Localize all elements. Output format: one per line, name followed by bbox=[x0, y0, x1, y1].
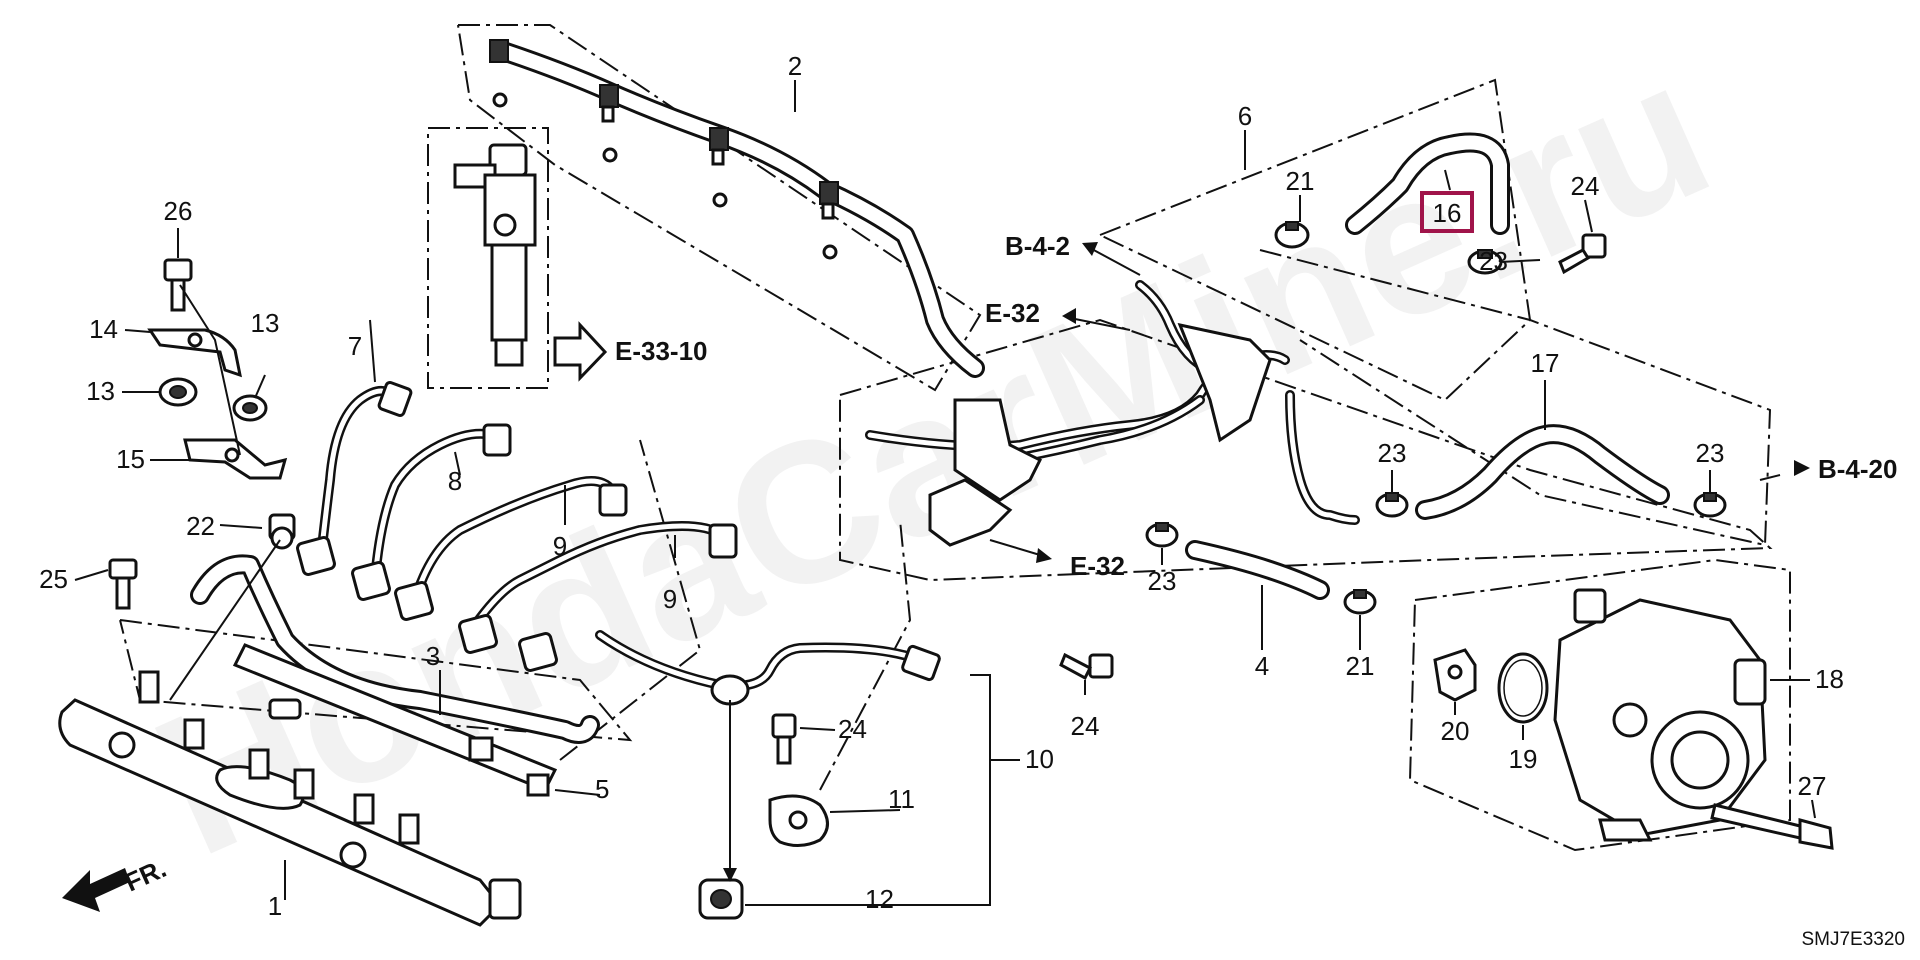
front-arrow-indicator bbox=[62, 868, 130, 912]
ref-b-4-20[interactable]: B-4-20 bbox=[1818, 454, 1897, 484]
clip-11 bbox=[768, 794, 829, 847]
callout-6: 6 bbox=[1238, 101, 1252, 131]
clamp-23d bbox=[1145, 522, 1179, 548]
arrow-to-e-33-10 bbox=[553, 321, 608, 382]
bolt-26 bbox=[163, 258, 193, 312]
group-outline-11 bbox=[819, 519, 912, 791]
group-outline-17 bbox=[1259, 249, 1772, 547]
callout-10: 10 bbox=[1025, 744, 1054, 774]
callout-11: 11 bbox=[888, 784, 915, 814]
callout-15: 15 bbox=[116, 444, 145, 474]
callout-23d: 23 bbox=[1148, 566, 1177, 596]
callout-23b: 23 bbox=[1378, 438, 1407, 468]
return-line-connectors bbox=[489, 39, 839, 260]
ref-e-33-10[interactable]: E-33-10 bbox=[615, 336, 708, 366]
highlight-box-16 bbox=[1420, 191, 1474, 233]
supply-pipe-assembly bbox=[865, 280, 1360, 547]
callout-leaders bbox=[74, 80, 1816, 906]
callout-13a: 13 bbox=[86, 376, 115, 406]
callout-9b: 9 bbox=[663, 584, 677, 614]
callout-1: 1 bbox=[268, 891, 282, 921]
injection-pipe-8 bbox=[351, 423, 512, 601]
fuel-rail-1 bbox=[58, 670, 522, 927]
callout-12: 12 bbox=[865, 884, 894, 914]
callout-16: 16 bbox=[1433, 198, 1462, 228]
callout-2: 2 bbox=[788, 51, 802, 81]
callout-23c: 23 bbox=[1696, 438, 1725, 468]
callout-9a: 9 bbox=[553, 531, 567, 561]
drawing-code: SMJ7E3320 bbox=[1801, 929, 1905, 950]
callout-4: 4 bbox=[1255, 651, 1269, 681]
callout-21a: 21 bbox=[1286, 166, 1315, 196]
callout-3: 3 bbox=[426, 641, 440, 671]
clamp-21a bbox=[1274, 221, 1310, 249]
group-outline-2 bbox=[457, 24, 982, 392]
injection-pipe-7 bbox=[296, 381, 413, 576]
clamp-23a bbox=[1467, 249, 1503, 275]
bolt-25 bbox=[108, 558, 138, 610]
callout-17: 17 bbox=[1531, 348, 1560, 378]
callout-21b: 21 bbox=[1346, 651, 1375, 681]
bolt-24b bbox=[1059, 652, 1114, 681]
ref-e-32-bottom[interactable]: E-32 bbox=[1070, 551, 1125, 581]
o-ring-19 bbox=[1497, 652, 1549, 724]
injector-outline bbox=[427, 127, 549, 389]
callout-24c: 24 bbox=[838, 714, 867, 744]
callout-18: 18 bbox=[1815, 664, 1844, 694]
ref-e-32-top[interactable]: E-32 bbox=[985, 298, 1040, 328]
clamp-23b bbox=[1375, 492, 1409, 518]
callout-7: 7 bbox=[348, 331, 362, 361]
grommet-12 bbox=[698, 878, 744, 920]
nut-22 bbox=[268, 513, 296, 550]
clamp-21b bbox=[1343, 589, 1377, 615]
callout-23a: 23 bbox=[1479, 246, 1508, 276]
bolt-24a bbox=[1558, 233, 1607, 275]
bolt-27 bbox=[1710, 803, 1834, 850]
bracket-5 bbox=[232, 643, 558, 797]
group-outline-rail bbox=[119, 619, 633, 742]
callout-20: 20 bbox=[1441, 716, 1470, 746]
callout-8: 8 bbox=[448, 466, 462, 496]
bracket-15 bbox=[183, 438, 288, 480]
callout-14: 14 bbox=[89, 314, 118, 344]
bracket-14 bbox=[147, 328, 242, 378]
group-outline-pump bbox=[1408, 558, 1791, 852]
group-outline-3 bbox=[559, 439, 702, 761]
callout-13b: 13 bbox=[251, 308, 280, 338]
grommet-13b bbox=[232, 394, 268, 422]
callout-26: 26 bbox=[164, 196, 193, 226]
high-pressure-pump-18 bbox=[1553, 588, 1767, 842]
return-line-2 bbox=[490, 40, 985, 378]
injection-pipe-9b bbox=[458, 521, 738, 672]
bolt-24c bbox=[771, 713, 797, 765]
callout-27: 27 bbox=[1798, 771, 1827, 801]
fuel-injector bbox=[453, 143, 537, 367]
callout-5: 5 bbox=[595, 774, 609, 804]
callout-25: 25 bbox=[39, 564, 68, 594]
front-label: FR. bbox=[120, 853, 170, 897]
callout-22: 22 bbox=[186, 511, 215, 541]
fuel-pipe-10 bbox=[595, 630, 941, 706]
grommet-13a bbox=[158, 377, 198, 407]
gasket-20 bbox=[1433, 648, 1477, 702]
callout-19: 19 bbox=[1509, 744, 1538, 774]
injection-pipe-9a bbox=[394, 476, 628, 621]
clamp-23c bbox=[1693, 492, 1727, 518]
callout-24a: 24 bbox=[1571, 171, 1600, 201]
callout-24b: 24 bbox=[1071, 711, 1100, 741]
ref-b-4-2[interactable]: B-4-2 bbox=[1005, 231, 1070, 261]
reference-arrows bbox=[989, 242, 1810, 563]
